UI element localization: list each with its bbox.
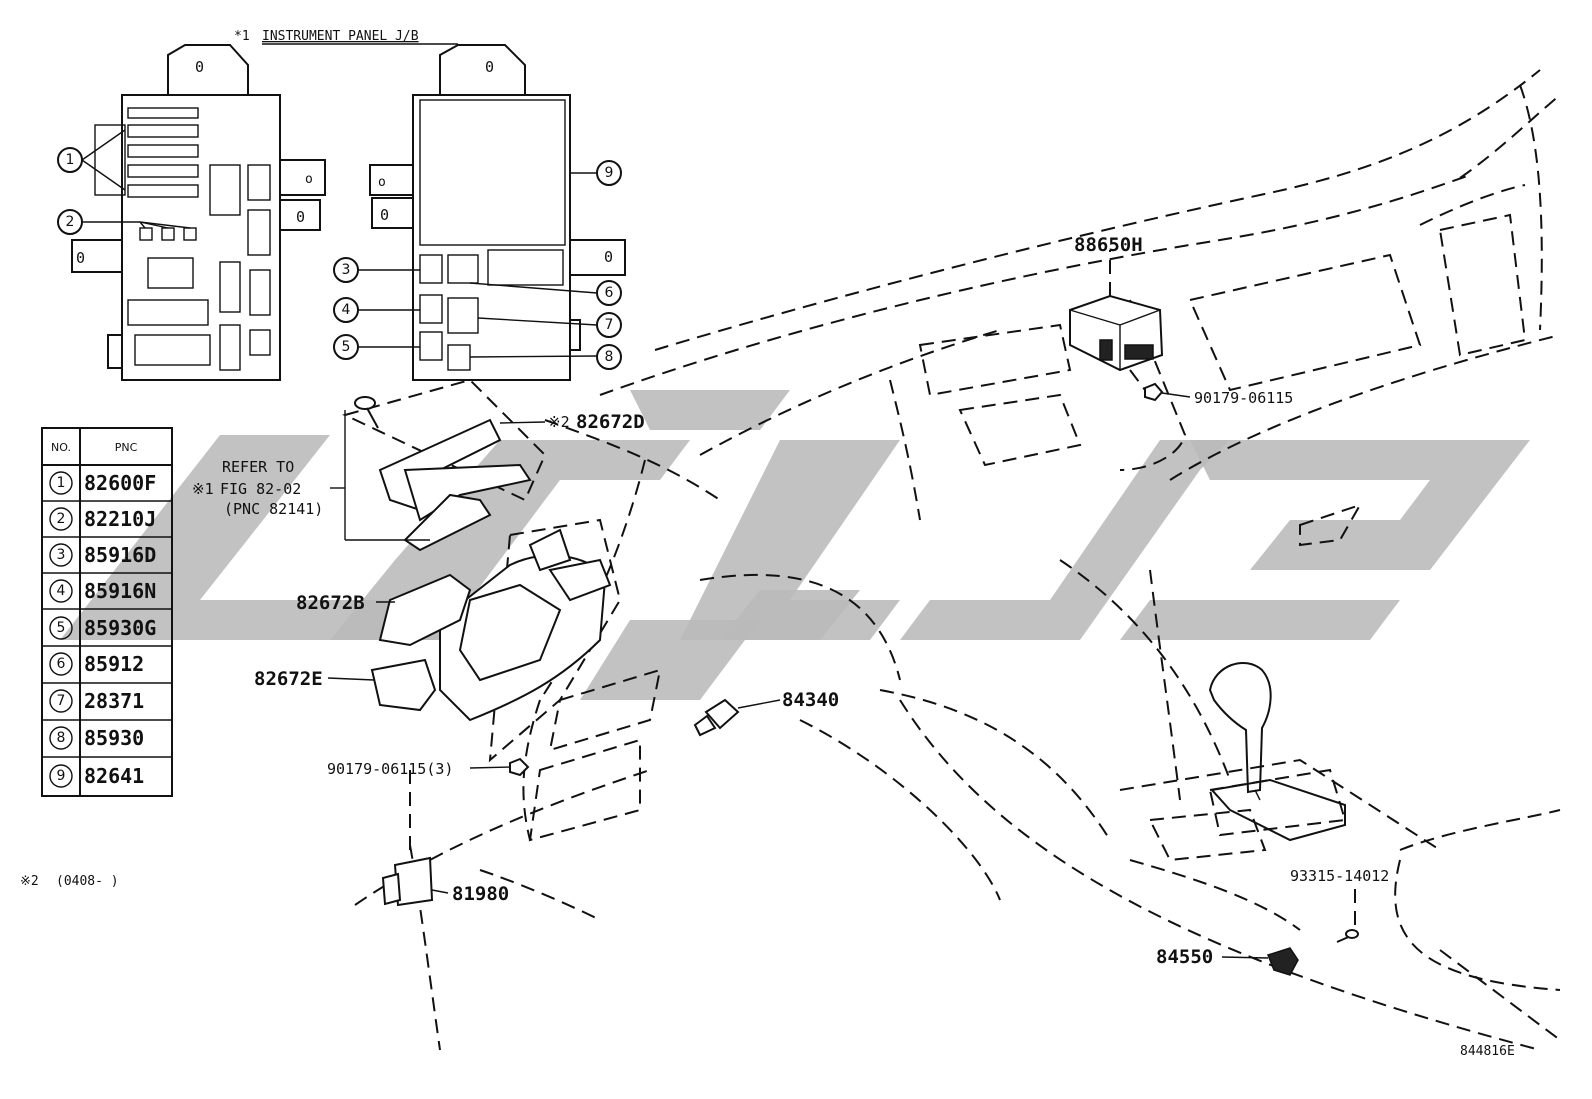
- footnote-marker: ※2: [20, 874, 39, 889]
- nut-icon: [1144, 382, 1164, 402]
- svg-text:7: 7: [57, 693, 66, 709]
- svg-text:5: 5: [57, 620, 66, 636]
- jb-callout-9: 9: [596, 160, 622, 186]
- svg-text:85916D: 85916D: [84, 543, 156, 567]
- table-header-no: NO.: [51, 441, 71, 454]
- svg-text:3: 3: [342, 262, 351, 278]
- svg-text:0: 0: [380, 206, 389, 224]
- jb-callout-1: 1: [57, 147, 83, 173]
- svg-text:o: o: [378, 175, 386, 190]
- table-row: 4 85916N: [49, 579, 156, 603]
- dashboard-outline: [354, 69, 1561, 1051]
- callout-82672D-marker: ※2: [548, 413, 570, 431]
- relay-81980: [381, 770, 434, 907]
- switch-84340: [693, 698, 740, 737]
- table-row: 2 82210J: [49, 507, 156, 531]
- svg-text:0: 0: [296, 208, 305, 226]
- svg-text:6: 6: [57, 656, 66, 672]
- svg-text:0: 0: [195, 58, 204, 76]
- table-row: 6 85912: [49, 652, 144, 676]
- table-row: 7 28371: [49, 689, 144, 713]
- svg-text:8: 8: [57, 730, 66, 746]
- parts-table: NO. PNC: [41, 427, 173, 797]
- svg-text:4: 4: [342, 302, 351, 318]
- callout-84340: 84340: [782, 689, 839, 711]
- refer-line2: FIG 82-02: [220, 480, 301, 498]
- callout-81980: 81980: [452, 883, 509, 905]
- svg-text:0: 0: [604, 248, 613, 266]
- svg-text:3: 3: [57, 547, 66, 563]
- svg-text:82600F: 82600F: [84, 471, 156, 495]
- jb-leaders: [81, 129, 598, 358]
- svg-text:7: 7: [605, 317, 614, 333]
- callout-leaders: [327, 392, 1269, 959]
- jb-callout-6: 6: [596, 280, 622, 306]
- jb-callout-4: 4: [333, 297, 359, 323]
- svg-text:5: 5: [342, 339, 351, 355]
- nut-icon: [509, 757, 530, 777]
- control-unit-88650H: [1069, 250, 1164, 391]
- svg-text:85912: 85912: [84, 652, 144, 676]
- junction-block-left-view: 0 o 0 0: [71, 44, 326, 381]
- figure-id: 844816E: [1460, 1044, 1515, 1059]
- svg-text:0: 0: [76, 249, 85, 267]
- jb-callout-3: 3: [333, 257, 359, 283]
- table-header-pnc: PNC: [115, 441, 138, 454]
- callout-88650H: 88650H: [1074, 234, 1143, 256]
- jb-callout-5: 5: [333, 334, 359, 360]
- svg-text:2: 2: [57, 511, 66, 527]
- svg-text:1: 1: [57, 475, 66, 491]
- svg-text:85930: 85930: [84, 726, 144, 750]
- refer-line1: REFER TO: [222, 458, 294, 476]
- callout-93315-14012: 93315-14012: [1290, 867, 1389, 885]
- svg-text:0: 0: [485, 58, 494, 76]
- svg-text:28371: 28371: [84, 689, 144, 713]
- table-row: 8 85930: [49, 726, 144, 750]
- screw-icon: [1336, 885, 1359, 943]
- page-title: INSTRUMENT PANEL J/B: [262, 29, 419, 44]
- svg-text:8: 8: [605, 349, 614, 365]
- svg-text:9: 9: [57, 768, 66, 784]
- svg-text:82210J: 82210J: [84, 507, 156, 531]
- svg-text:85916N: 85916N: [84, 579, 156, 603]
- table-row: 9 82641: [49, 764, 144, 788]
- callout-90179-06115: 90179-06115: [1194, 389, 1293, 407]
- jb-callout-7: 7: [596, 312, 622, 338]
- callout-82672B: 82672B: [296, 592, 365, 614]
- svg-text:4: 4: [57, 583, 66, 599]
- table-row: 1 82600F: [49, 471, 156, 495]
- refer-marker: ※1: [192, 480, 214, 498]
- callout-84550: 84550: [1156, 946, 1213, 968]
- jb-callout-2: 2: [57, 209, 83, 235]
- svg-text:82641: 82641: [84, 764, 144, 788]
- junction-block-right-view: 0 o 0 0: [369, 44, 626, 381]
- footnote-text: (0408- ): [56, 874, 119, 889]
- shift-lever: [1208, 661, 1346, 842]
- svg-text:6: 6: [605, 285, 614, 301]
- callout-82672E: 82672E: [254, 668, 323, 690]
- svg-text:o: o: [305, 172, 313, 187]
- watermark-logo: [60, 390, 1530, 700]
- svg-text:2: 2: [66, 214, 75, 230]
- jb-assembly: [342, 378, 622, 763]
- sensor-84550: [1267, 947, 1299, 976]
- table-row: 5 85930G: [49, 616, 156, 640]
- callout-82672D: 82672D: [576, 411, 645, 433]
- svg-text:9: 9: [605, 165, 614, 181]
- bolt-icon: [344, 396, 430, 541]
- svg-text:85930G: 85930G: [84, 616, 156, 640]
- svg-text:1: 1: [66, 152, 75, 168]
- refer-line3: (PNC 82141): [224, 500, 323, 518]
- title-marker: *1: [234, 29, 250, 44]
- jb-callout-8: 8: [596, 344, 622, 370]
- callout-90179-06115-3: 90179-06115(3): [327, 760, 453, 778]
- table-row: 3 85916D: [49, 543, 156, 567]
